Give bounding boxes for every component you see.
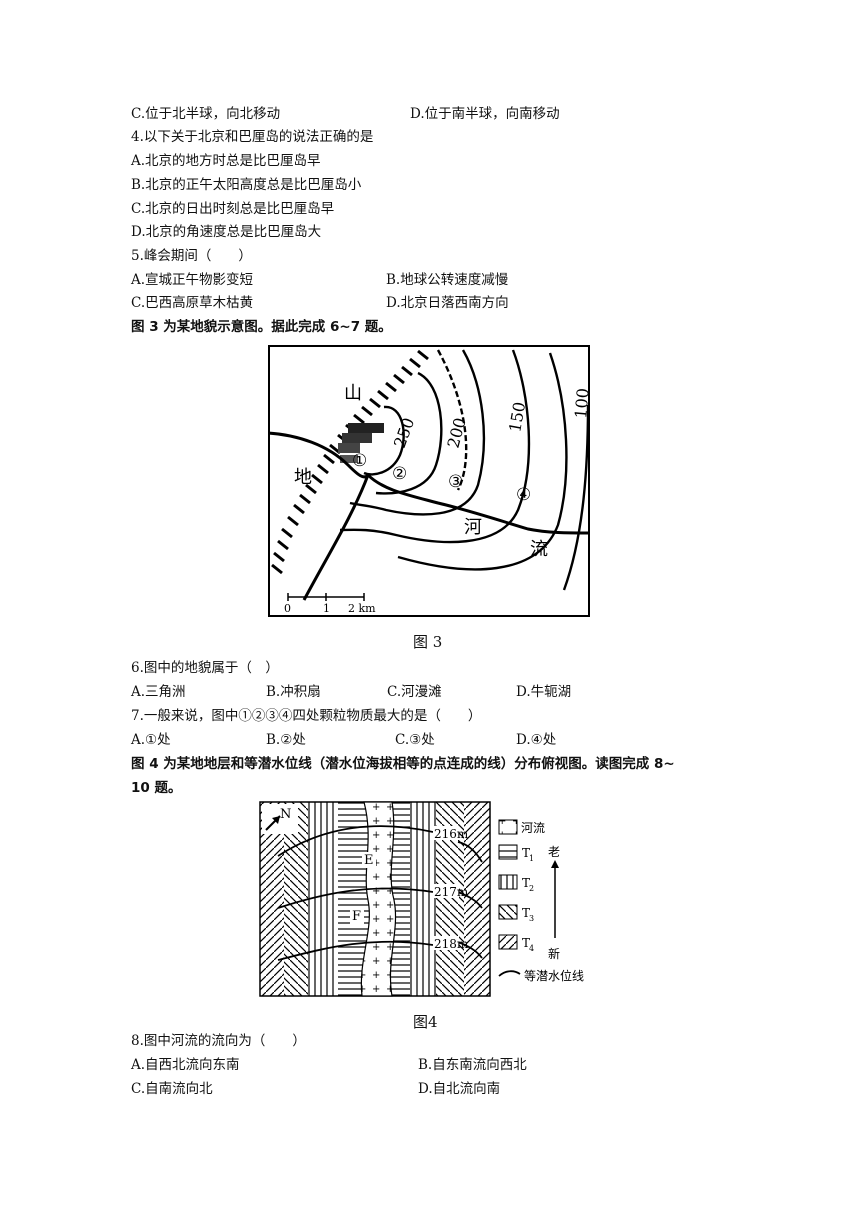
fig4-caption: 图4	[413, 1013, 438, 1031]
legend-t1-label: T	[522, 846, 530, 860]
strip-t3-left	[284, 802, 308, 996]
contour-250	[363, 405, 405, 476]
legend-isoline-icon	[498, 970, 521, 977]
legend-t4-sub: 4	[529, 944, 534, 953]
q7-stem: 7.一般来说，图中①②③④四处颗粒物质最大的是（ ）	[131, 708, 482, 724]
strata-groundwater-map: + 216m 217m 218m E F N 河流 T 1 T 2	[259, 801, 584, 997]
point-1: ①	[352, 451, 367, 471]
point-3: ③	[448, 472, 463, 492]
apex-dots	[338, 423, 384, 463]
label-shan: 山	[344, 383, 362, 404]
q7-option-b: B.②处	[266, 732, 306, 748]
legend: 河流 T 1 T 2 T 3 T 4 老 新 等潜水位线	[498, 819, 584, 983]
fig3-intro: 图 3 为某地貌示意图。据此完成 6~7 题。	[131, 319, 392, 335]
q4-option-b: B.北京的正午太阳高度总是比巴厘岛小	[131, 177, 362, 193]
strip-t4-left	[260, 802, 284, 996]
contour-100	[397, 352, 568, 571]
q5-option-b: B.地球公转速度减慢	[386, 272, 509, 288]
q4-option-a: A.北京的地方时总是比巴厘岛早	[131, 153, 321, 169]
legend-t1-sub: 1	[529, 854, 534, 863]
q5-option-a: A.宣城正午物影变短	[131, 272, 254, 288]
isoline-label-218: 218m	[434, 937, 469, 951]
isoline-label-216: 216m	[434, 827, 469, 841]
q3-option-d: D.位于南半球，向南移动	[410, 106, 560, 122]
label-liu: 流	[530, 539, 548, 560]
q8-option-c: C.自南流向北	[131, 1081, 213, 1097]
fig4-intro-line2: 10 题。	[131, 780, 182, 796]
q8-option-d: D.自北流向南	[418, 1081, 501, 1097]
scale-label-2: 2 km	[348, 602, 376, 615]
legend-old: 老	[548, 845, 560, 859]
q4-option-c: C.北京的日出时刻总是比巴厘岛早	[131, 201, 335, 217]
q8-stem: 8.图中河流的流向为（ ）	[131, 1033, 306, 1049]
fig3-caption: 图 3	[413, 633, 443, 651]
isolines	[277, 825, 483, 961]
q6-option-b: B.冲积扇	[266, 684, 321, 700]
scale-label-1: 1	[323, 602, 330, 615]
legend-new: 新	[548, 946, 560, 961]
q8-option-b: B.自东南流向西北	[418, 1057, 527, 1073]
q5-option-d: D.北京日落西南方向	[386, 295, 509, 311]
legend-t3-label: T	[522, 906, 530, 920]
legend-t2-label: T	[522, 876, 530, 890]
q6-stem: 6.图中的地貌属于（ ）	[131, 660, 279, 676]
label-he: 河	[464, 517, 482, 538]
q6-option-d: D.牛轭湖	[516, 684, 572, 700]
q6-option-a: A.三角洲	[131, 684, 186, 700]
point-2: ②	[392, 464, 407, 484]
fig4-intro-line1: 图 4 为某地地层和等潜水位线（潜水位海拔相等的点连成的线）分布俯视图。读图完成…	[131, 756, 675, 772]
contour-150b	[339, 349, 531, 544]
point-f: F	[352, 909, 361, 924]
q8-option-a: A.自西北流向东南	[131, 1057, 240, 1073]
point-4: ④	[516, 485, 531, 505]
q3-option-c: C.位于北半球，向北移动	[131, 106, 281, 122]
q7-option-d: D.④处	[516, 732, 557, 748]
legend-t4-label: T	[522, 936, 530, 950]
landform-diagram: 山 地 河 流 250 200 150 100 ① ② ③ ④ 0 1 2 km	[268, 345, 590, 617]
q4-option-d: D.北京的角速度总是比巴厘岛大	[131, 224, 322, 240]
north-label: N	[280, 807, 291, 822]
q7-option-a: A.①处	[131, 732, 171, 748]
strip-t2-right	[410, 802, 436, 996]
legend-t3-sub: 3	[529, 914, 534, 923]
contour-label-100: 100	[571, 387, 590, 419]
q6-option-c: C.河漫滩	[387, 684, 442, 700]
label-di: 地	[294, 467, 312, 488]
strip-t4-right	[464, 802, 490, 996]
q5-stem: 5.峰会期间（ ）	[131, 248, 252, 264]
legend-river-label: 河流	[521, 821, 545, 835]
legend-t2-sub: 2	[529, 884, 534, 893]
scale-bar	[287, 593, 365, 601]
river	[268, 431, 589, 601]
isoline-label-217: 217m	[434, 885, 469, 899]
point-e: E	[364, 853, 374, 868]
q7-option-c: C.③处	[395, 732, 435, 748]
legend-isoline-label: 等潜水位线	[524, 968, 584, 983]
q5-option-c: C.巴西高原草木枯黄	[131, 295, 254, 311]
scale-label-0: 0	[284, 602, 291, 615]
q4-stem: 4.以下关于北京和巴厘岛的说法正确的是	[131, 129, 374, 145]
